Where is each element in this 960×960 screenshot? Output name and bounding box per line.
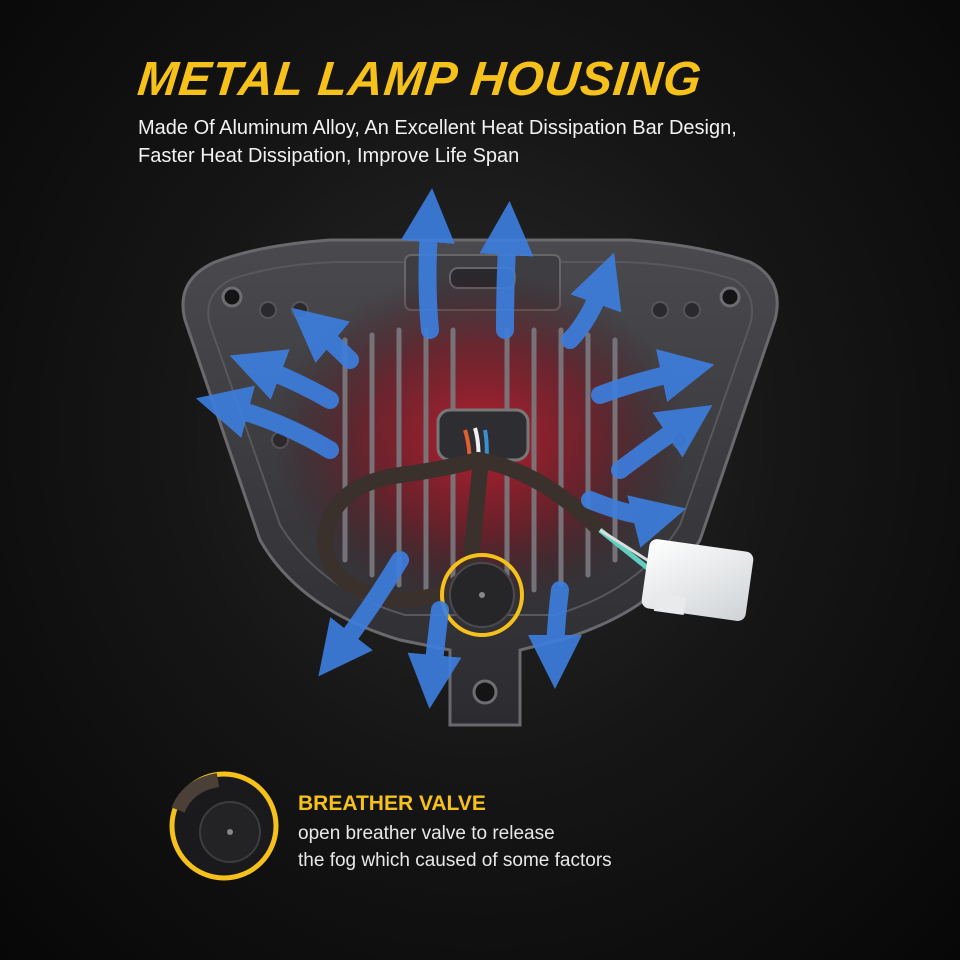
breather-valve-inset <box>169 771 279 881</box>
mount-holes <box>221 286 741 705</box>
subtitle: Made Of Aluminum Alloy, An Excellent Hea… <box>138 114 858 170</box>
breather-valve-icon <box>440 553 524 637</box>
subtitle-line-2: Faster Heat Dissipation, Improve Life Sp… <box>138 145 520 167</box>
subtitle-line-1: Made Of Aluminum Alloy, An Excellent Hea… <box>138 117 737 139</box>
braided-cable <box>316 452 488 609</box>
callout-description: open breather valve to release the fog w… <box>298 820 612 874</box>
connector-plug-icon <box>641 539 754 622</box>
callout-desc-line-1: open breather valve to release <box>298 823 555 844</box>
callout-title: BREATHER VALVE <box>298 792 486 815</box>
heat-fins <box>342 327 618 598</box>
airflow-arrows <box>195 188 715 709</box>
callout-desc-line-2: the fog which caused of some factors <box>298 850 612 871</box>
